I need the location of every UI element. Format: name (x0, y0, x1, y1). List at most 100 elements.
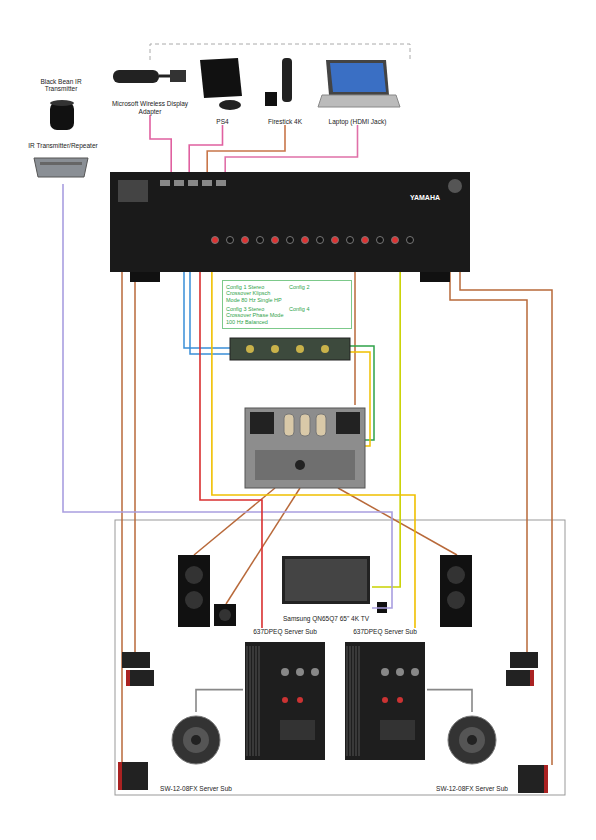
note-text: Config 1 Stereo Crossover Klipsch Mode 8… (226, 284, 285, 303)
ir-repeater-icon (40, 162, 82, 165)
wireless-adapter-icon (113, 70, 186, 83)
dashed-link (150, 44, 410, 60)
device-label: Black Bean IR Transmitter (30, 78, 92, 140)
speaker-terminals (212, 237, 414, 244)
black-bean-icon (50, 102, 74, 130)
av-receiver (130, 272, 160, 282)
note-box: Config 1 Stereo Crossover Klipsch Mode 8… (222, 280, 352, 329)
node-label: Samsung QN65Q7 65" 4K TV (280, 615, 372, 622)
wireless-adapter-icon (170, 70, 186, 82)
tower-speaker (185, 566, 203, 584)
device-label: PS4 (195, 55, 250, 125)
device-label: Firestick 4K (258, 55, 312, 125)
text-group: IR Transmitter/Repeater (18, 142, 108, 149)
sub-plate-amp (280, 720, 315, 740)
cube-speaker (118, 762, 148, 790)
sub-amp: 637DPEQ Server Sub (243, 628, 327, 762)
node-label: 637DPEQ Server Sub (343, 628, 427, 635)
av-receiver (110, 172, 470, 282)
subwoofer-driver (183, 727, 209, 753)
dashed-link (150, 44, 410, 60)
room-outline (115, 520, 565, 795)
subwoofer-driver (191, 735, 201, 745)
speaker-terminals (257, 237, 264, 244)
sub-plate-amp (245, 642, 325, 760)
cable (189, 125, 222, 172)
hdmi-ports (160, 180, 170, 186)
heat-sink (256, 646, 257, 756)
cube-speaker (510, 652, 538, 668)
node-label: 637DPEQ Server Sub (243, 628, 327, 635)
room-outline (115, 520, 565, 795)
text-group: SW-12-08FX Server Sub (152, 785, 240, 792)
heat-sink (247, 646, 248, 756)
heat-sink (253, 646, 254, 756)
text-group: PS4 (195, 118, 250, 125)
hdmi-ports (202, 180, 212, 186)
center-speaker (219, 609, 231, 621)
text-group: 637DPEQ Server Sub (343, 628, 427, 635)
text-group: SW-12-08FX Server Sub (428, 785, 516, 792)
crossover-board (230, 338, 350, 360)
cable (63, 184, 392, 608)
cube-speaker (506, 652, 538, 686)
sub-plate-amp (380, 720, 415, 740)
black-bean-icon (50, 100, 74, 106)
tower-speaker (178, 555, 210, 627)
crossover-board (246, 345, 254, 353)
subwoofer-driver (448, 716, 496, 764)
heat-sink (347, 646, 359, 756)
cube-speaker (530, 670, 534, 686)
tower-speaker (185, 591, 203, 609)
node-label: SW-12-08FX Server Sub (428, 785, 516, 792)
speaker-terminals (347, 237, 354, 244)
ps4-icon (200, 58, 242, 110)
av-receiver (448, 179, 462, 193)
sub-plate-amp (245, 642, 325, 760)
text-group: Config 1 Stereo Crossover Klipsch Mode 8… (223, 281, 351, 328)
node-label: Black Bean IR Transmitter (30, 78, 92, 93)
av-receiver (110, 172, 470, 272)
cable (196, 690, 243, 712)
tv-screen (282, 556, 370, 604)
speaker-wires (134, 272, 136, 652)
cube-speaker (118, 762, 148, 790)
hdmi-ports (160, 180, 226, 186)
hdmi-ports (188, 180, 198, 186)
text-group: YAMAHA (385, 194, 465, 202)
heat-sink (247, 646, 259, 756)
sub-driver: SW-12-08FX Server Sub (428, 712, 516, 792)
cable (427, 690, 472, 712)
laptop-icon (318, 95, 400, 107)
hdmi-ports (216, 180, 226, 186)
node-label: PS4 (195, 118, 250, 125)
heat-sink (259, 646, 260, 756)
speaker-terminals (317, 237, 324, 244)
cube-speaker (122, 652, 154, 686)
hdmi-ports (174, 180, 184, 186)
cable (225, 125, 357, 172)
laptop-icon (330, 63, 386, 92)
text-group: Black Bean IR Transmitter (30, 78, 92, 93)
node-label: YAMAHA (385, 194, 465, 202)
speaker-wires (354, 272, 356, 405)
tube-amp (295, 460, 305, 470)
laptop-icon (326, 60, 389, 95)
device-label: Microsoft Wireless Display Adapter (105, 55, 195, 115)
ps4-icon (200, 58, 242, 98)
subwoofer-driver (467, 735, 477, 745)
tv: Samsung QN65Q7 65" 4K TV (280, 552, 372, 622)
cube-speaker (544, 765, 548, 793)
heat-sink (356, 646, 357, 756)
crossover-board (271, 345, 279, 353)
firestick-icon (282, 58, 292, 102)
sub-plate-amp (282, 697, 288, 703)
node-label: Microsoft Wireless Display Adapter (105, 100, 195, 115)
firestick-icon (265, 58, 292, 106)
tower-speaker (440, 555, 472, 627)
sub-plate-amp (345, 642, 425, 760)
firestick-icon (265, 92, 277, 106)
sub-plate-amp (345, 642, 425, 760)
